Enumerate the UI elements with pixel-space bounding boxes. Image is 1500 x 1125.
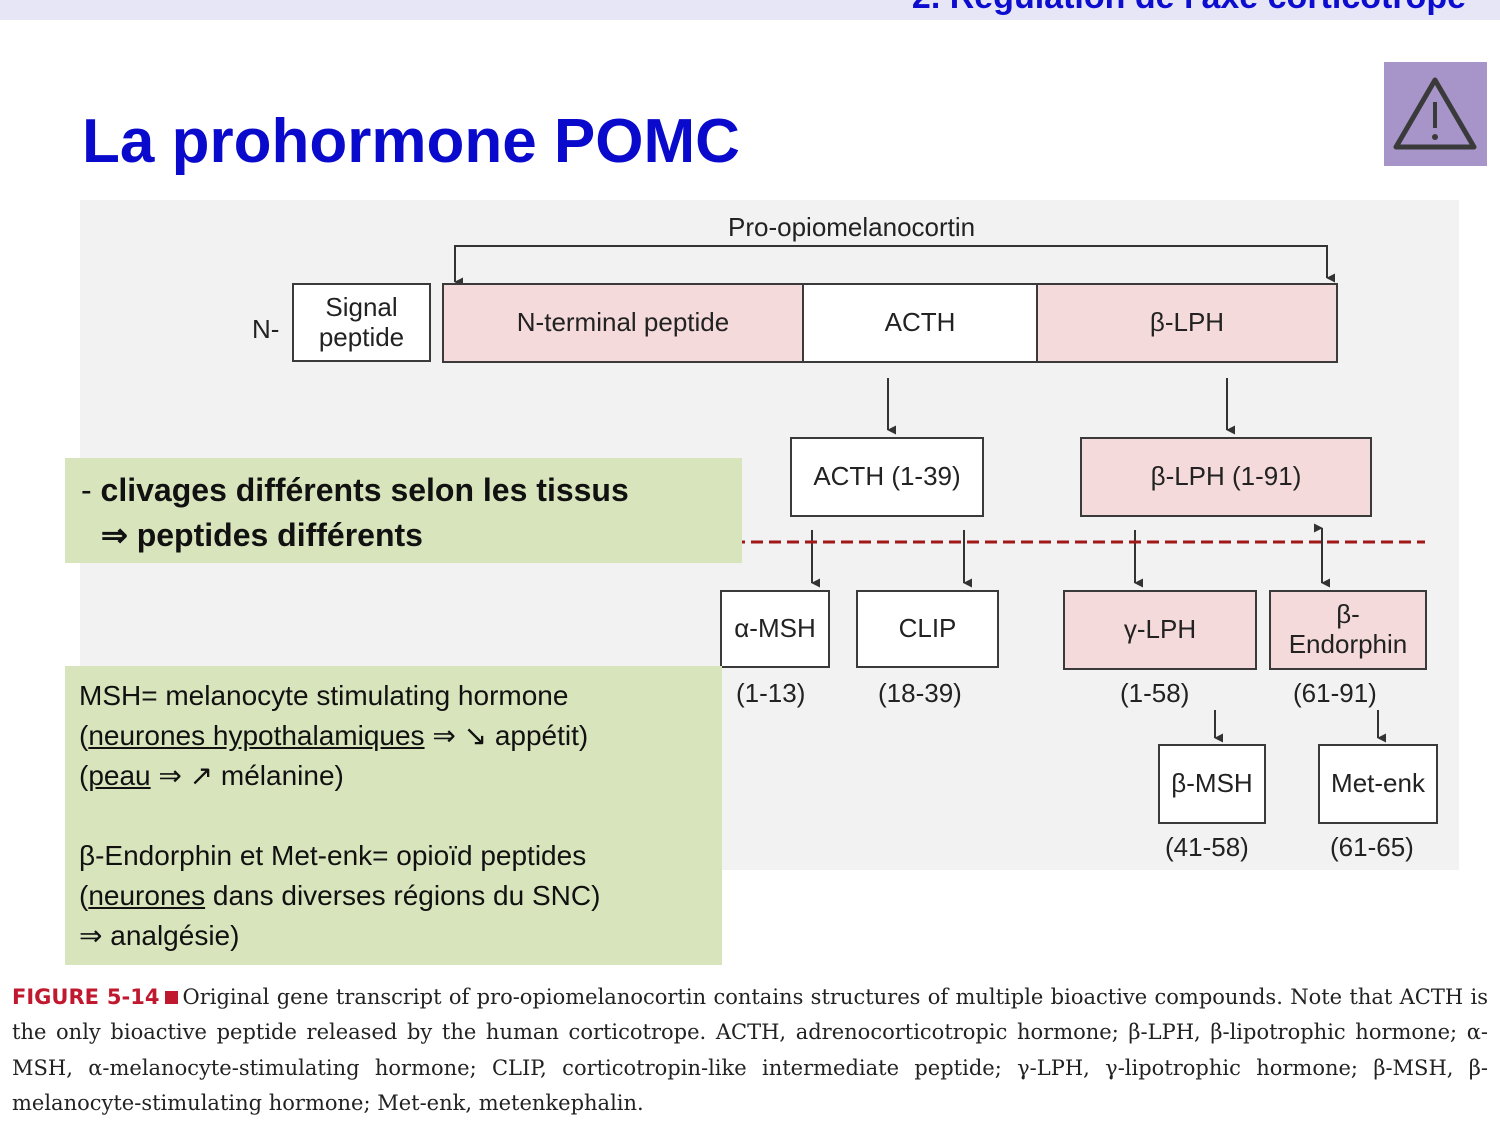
beta-msh-range: (41-58) [1165, 832, 1249, 862]
beta-endorphin-box: β- Endorphin [1269, 590, 1427, 670]
blph-1-91-box: β-LPH (1-91) [1080, 437, 1372, 517]
beta-endorphin-line2: Endorphin [1288, 629, 1408, 659]
endorphin-definition: β-Endorphin et Met-enk= opioïd peptides [79, 840, 587, 872]
figure-square-icon [165, 991, 179, 1004]
clip-box: CLIP [856, 590, 999, 668]
definitions-note-box: MSH= melanocyte stimulating hormone (neu… [65, 666, 722, 965]
slide-title: La prohormone POMC [82, 107, 740, 176]
msh-definition: MSH= melanocyte stimulating hormone [79, 680, 569, 711]
signal-peptide-line2: peptide [318, 321, 405, 352]
beta-endorphin-line1: β- [1336, 599, 1360, 630]
pomc-label: Pro-opiomelanocortin [728, 212, 976, 242]
beta-endorphin-range: (61-91) [1293, 678, 1377, 708]
endorphin-neurons-line: (neurones dans diverses régions du SNC) [79, 880, 601, 912]
beta-msh-box: β-MSH [1158, 744, 1266, 824]
alpha-msh-range: (1-13) [736, 678, 806, 708]
gamma-lph-range: (1-58) [1120, 678, 1190, 708]
msh-hypothalamus-line: (neurones hypothalamiques ⇒ ↘ appétit) [79, 720, 589, 752]
blph-segment: β-LPH [1036, 283, 1338, 363]
met-enk-range: (61-65) [1330, 832, 1414, 862]
figure-caption-text: Original gene transcript of pro-opiomela… [12, 985, 1489, 1115]
cleavage-note-line2: ⇒ peptides différents [101, 517, 423, 554]
section-title: 2. Régulation de l'axe corticotrope [912, 0, 1466, 17]
acth-segment: ACTH [802, 283, 1038, 363]
cleavage-note-line1: clivages différents selon les tissus [100, 472, 629, 508]
acth-1-39-box: ACTH (1-39) [790, 437, 984, 517]
endorphin-analgesia-line: ⇒ analgésie) [79, 920, 240, 952]
warning-triangle-icon [1393, 77, 1477, 150]
bracket-line [454, 245, 1336, 283]
figure-label: FIGURE 5-14 [12, 985, 160, 1009]
cleavage-note-box: - clivages différents selon les tissus ⇒… [65, 458, 742, 563]
alpha-msh-box: α-MSH [720, 590, 830, 668]
msh-skin-line: (peau ⇒ ↗ mélanine) [79, 760, 344, 792]
clip-range: (18-39) [878, 678, 962, 708]
top-section-bar: 2. Régulation de l'axe corticotrope [0, 0, 1500, 20]
signal-peptide-box: Signal peptide [292, 283, 431, 362]
n-terminus-label: N- [252, 314, 280, 344]
n-terminal-segment: N-terminal peptide [442, 283, 804, 363]
warning-badge [1384, 62, 1487, 166]
signal-peptide-line1: Signal [325, 291, 398, 322]
met-enk-box: Met-enk [1318, 744, 1438, 824]
gamma-lph-box: γ-LPH [1063, 590, 1257, 670]
note-dash: - [81, 472, 101, 508]
